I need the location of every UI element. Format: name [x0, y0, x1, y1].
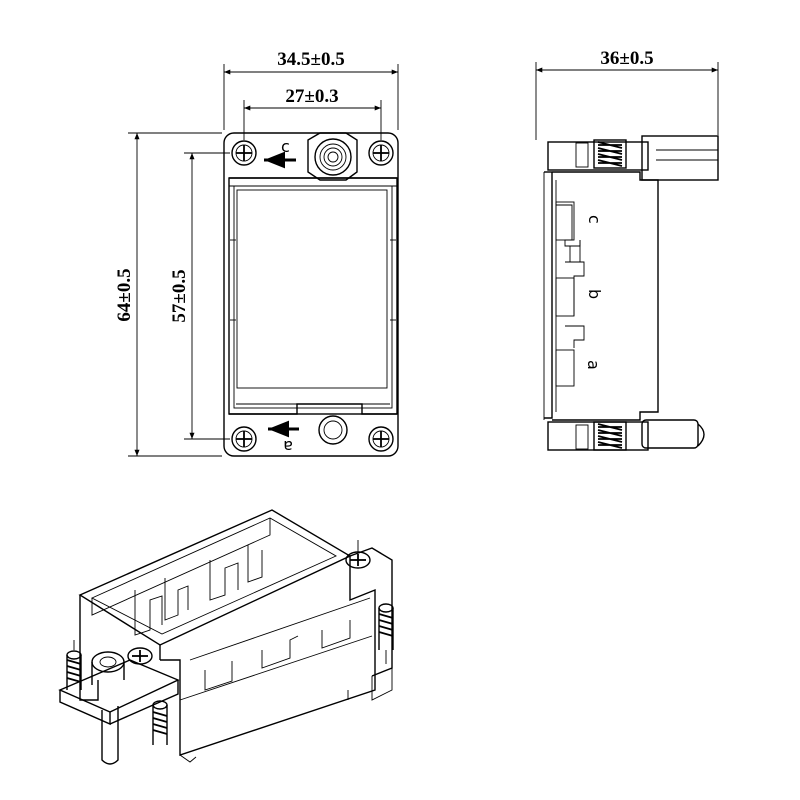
- front-body-outline: [228, 177, 398, 415]
- screw-top-left-icon: [231, 140, 257, 166]
- svg-text:27±0.3: 27±0.3: [285, 86, 338, 107]
- svg-text:36±0.5: 36±0.5: [600, 48, 653, 69]
- iso-guide-pin-icon: [101, 706, 119, 765]
- iso-screw-front-icon: [152, 700, 168, 745]
- side-view: 36±0.5 c: [535, 48, 719, 451]
- side-label-a: a: [584, 360, 603, 370]
- svg-text:57±0.5: 57±0.5: [169, 269, 190, 322]
- front-flange-outline: [223, 132, 399, 457]
- dim-width-outer: 34.5±0.5: [223, 49, 399, 130]
- isometric-view: [58, 509, 394, 765]
- iso-screw-left-icon: [66, 640, 82, 690]
- dim-height-inner: 57±0.5: [169, 152, 230, 440]
- side-label-b: b: [585, 289, 604, 299]
- front-view: c a 34.5±0.5 27±0.3 64±0.5: [114, 49, 399, 457]
- screw-bottom-left-icon: [231, 426, 257, 452]
- screw-top-right-icon: [368, 140, 394, 166]
- front-label-bottom: a: [283, 437, 293, 456]
- iso-screw-right-side-icon: [378, 603, 394, 650]
- iso-guide-boss-icon: [91, 651, 125, 685]
- dim-height-outer: 64±0.5: [114, 132, 222, 457]
- svg-text:34.5±0.5: 34.5±0.5: [277, 49, 344, 70]
- dim-depth: 36±0.5: [535, 48, 719, 140]
- side-label-c: c: [585, 215, 604, 224]
- iso-screw-right-top-icon: [345, 540, 371, 569]
- front-label-top: c: [281, 137, 290, 156]
- side-screw-top-icon: [575, 139, 627, 169]
- iso-screw-center-icon: [127, 647, 153, 665]
- front-window: [236, 189, 388, 389]
- guide-pin-boss-icon: [307, 132, 358, 181]
- guide-hole-icon: [318, 415, 348, 445]
- side-body-outline: [544, 171, 659, 421]
- screw-bottom-right-icon: [368, 426, 394, 452]
- side-screw-bottom-icon: [575, 421, 627, 451]
- dim-width-inner: 27±0.3: [243, 86, 382, 140]
- svg-text:64±0.5: 64±0.5: [114, 268, 135, 321]
